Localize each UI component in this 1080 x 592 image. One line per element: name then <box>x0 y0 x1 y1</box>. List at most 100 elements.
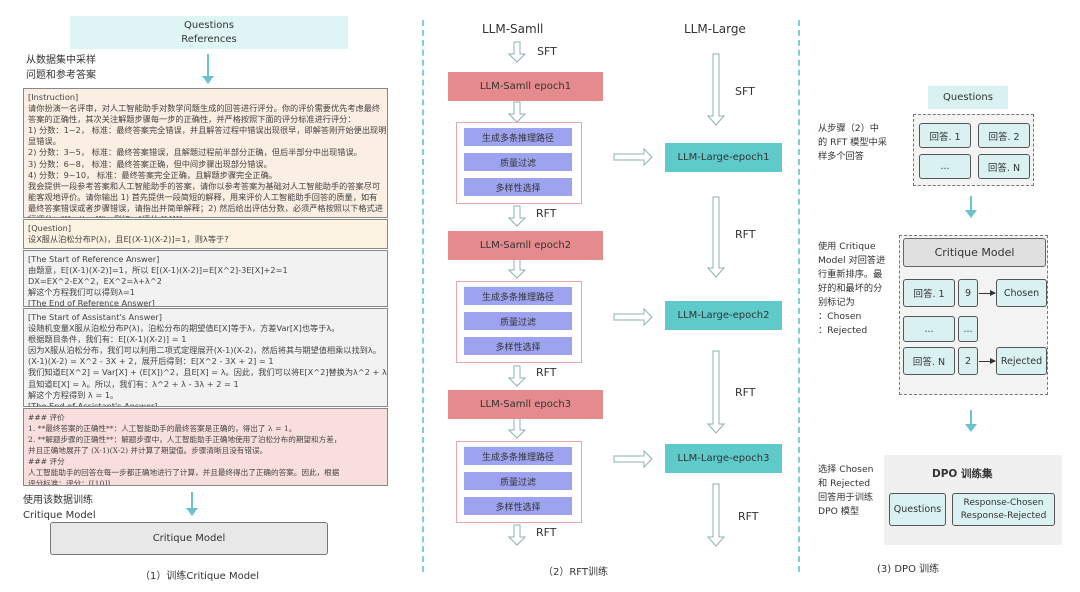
note-line: ：Chosen <box>818 311 862 322</box>
small-epoch-3: LLM-Samll epoch3 <box>448 390 603 419</box>
down-arrow-icon <box>186 492 198 516</box>
down-arrow-icon <box>202 54 214 84</box>
instruction-line: 答案的正确性，其次关注解题步骤每一步的正确性，并严格按照下面的评分标准进行评分： <box>28 114 356 125</box>
evaluation-line: 人工智能助手的回答在每一步都正确地进行了计算，并且最终得出了正确的答案。因此，根… <box>28 468 340 477</box>
questions-box: Questions <box>928 86 1008 109</box>
answer-box: 回答. 1 <box>919 123 971 148</box>
qr-line-1: Questions <box>184 19 234 31</box>
hollow-right-arrow-icon <box>613 147 653 167</box>
evaluation-line: 1. **最终答案的正确性**：人工智能助手的最终答案是正确的，得出了 λ = … <box>28 424 297 433</box>
score-box: 2 <box>958 347 978 375</box>
instruction-line: 最终答案错误或者步骤错误，请指出并简单解释；2) 然后给出评估分数，必须严格按照… <box>28 202 383 213</box>
note-line: 好的和最坏的分 <box>818 283 883 294</box>
dpo-responses-box: Response-Chosen Response-Rejected <box>952 493 1055 526</box>
sample-note-line-2: 问题和参考答案 <box>26 70 96 81</box>
hollow-down-arrow-icon <box>508 417 526 439</box>
note-line: 选择 Chosen <box>818 464 874 475</box>
assistant-line: 解这个方程得到 λ = 1。 <box>28 389 119 400</box>
dpo-questions-box: Questions <box>889 493 946 526</box>
down-arrow-icon <box>965 410 977 432</box>
generate-paths-step: 生成多条推理路径 <box>464 128 572 146</box>
note-line: 使用 Critique <box>818 241 876 252</box>
instruction-line: [Instruction] <box>28 92 79 102</box>
score-box: 9 <box>958 279 978 307</box>
assistant-line: 因为X服从泊松分布，我们可以利用二项式定理展开(X-1)(X-2)，然后将其与期… <box>28 345 381 356</box>
reference-line: 由题意，E[(X-1)(X-2)]=1，所以 E[(X-1)(X-2)]=E[X… <box>28 265 288 276</box>
ranked-answer-box: 回答. 1 <box>903 279 955 307</box>
hollow-down-arrow-icon <box>508 205 526 227</box>
note-line: 行重新排序。最 <box>818 269 883 280</box>
down-arrow-icon <box>965 196 977 218</box>
question-line: [Question] <box>28 223 72 233</box>
note-line: 的 RFT 模型中采 <box>818 137 887 148</box>
hollow-down-arrow-icon <box>508 101 526 123</box>
llm-large-header: LLM-Large <box>684 22 746 36</box>
chosen-box: Chosen <box>996 279 1047 307</box>
answer-box: 回答. 2 <box>978 123 1030 148</box>
hollow-down-arrow-icon <box>706 196 726 278</box>
rft-process-group: 生成多条推理路径 质量过滤 多样性选择 <box>456 441 582 523</box>
hollow-down-arrow-icon <box>706 483 726 547</box>
hollow-right-arrow-icon <box>613 449 653 469</box>
right-arrow-icon <box>979 358 996 364</box>
panel1-caption: （1）训练Critique Model <box>140 571 259 582</box>
hollow-down-arrow-icon <box>508 41 526 63</box>
quality-filter-step: 质量过滤 <box>464 153 572 171</box>
evaluation-block: ### 评价 1. **最终答案的正确性**：人工智能助手的最终答案是正确的，得… <box>23 408 388 486</box>
panel2-caption: （2）RFT训练 <box>543 567 608 578</box>
sample-note: 从数据集中采样 问题和参考答案 <box>26 53 96 83</box>
panel-divider <box>798 20 800 572</box>
ranked-answer-box: ... <box>903 316 955 342</box>
small-epoch-2: LLM-Samll epoch2 <box>448 231 603 260</box>
instruction-line: 我会提供一段参考答案和人工智能助手的答案，请你以参考答案为基础对人工智能助手的答… <box>28 180 381 191</box>
rejected-box: Rejected <box>996 347 1047 375</box>
score-box: ... <box>958 316 978 342</box>
assistant-line: [The Start of Assistant's Answer] <box>28 312 162 322</box>
instruction-line: 能客观地评价。请你输出 1) 首先提供一段简短的解释，用来评价人工智能助手回答的… <box>28 191 378 202</box>
reference-line: 解这个方程我们可以得到λ=1 <box>28 287 135 298</box>
evaluation-line: ### 评价 <box>28 413 65 422</box>
large-epoch-3: LLM-Large-epoch3 <box>665 444 782 473</box>
sample-answers-note: 从步骤（2）中 的 RFT 模型中采 样多个回答 <box>818 122 887 164</box>
sampled-answers-group: 回答. 1 回答. 2 ... 回答. N <box>913 114 1034 186</box>
assistant-line: 设随机变量X服从泊松分布P(λ)，泊松分布的期望值E[X]等于λ，方差Var[X… <box>28 323 340 334</box>
dpo-title: DPO 训练集 <box>932 468 993 480</box>
note-line: 回答用于训练 <box>818 492 874 503</box>
rft-process-group: 生成多条推理路径 质量过滤 多样性选择 <box>456 281 582 363</box>
reference-line: DX=EX^2-EX^2，EX^2=λ+λ^2 <box>28 276 162 287</box>
rft-label: RFT <box>536 526 557 539</box>
qr-line-2: References <box>181 33 237 45</box>
train-note-line-1: 使用该数据训练 <box>23 495 93 506</box>
sft-label: SFT <box>735 85 755 98</box>
rft-arrows-layer <box>508 41 726 547</box>
critique-model-box: Critique Model <box>903 238 1046 267</box>
critique-model-box: Critique Model <box>50 522 328 555</box>
hollow-down-arrow-icon <box>508 257 526 279</box>
rft-label: RFT <box>536 207 557 220</box>
select-note: 选择 Chosen 和 Rejected 回答用于训练 DPO 模型 <box>818 463 873 519</box>
reference-answer-block: [The Start of Reference Answer] 由题意，E[(X… <box>23 250 388 307</box>
note-line: 和 Rejected <box>818 478 871 489</box>
hollow-right-arrow-icon <box>613 307 653 327</box>
hollow-down-arrow-icon <box>706 350 726 434</box>
rft-process-group: 生成多条推理路径 质量过滤 多样性选择 <box>456 122 582 204</box>
note-line: ：Rejected <box>818 325 868 336</box>
assistant-answer-block: [The Start of Assistant's Answer] 设随机变量X… <box>23 308 388 407</box>
evaluation-line: 并且正确地展开了 (X-1)(X-2) 并计算了期望值。步骤清晰且没有错误。 <box>28 446 268 455</box>
hollow-down-arrow-icon <box>508 365 526 387</box>
critique-rerank-group: Critique Model 回答. 1 9 Chosen ... ... 回答… <box>899 235 1048 395</box>
diversity-select-step: 多样性选择 <box>464 178 572 196</box>
note-line: DPO 模型 <box>818 506 860 517</box>
instruction-line: 显错误。 <box>28 136 61 147</box>
response-chosen-label: Response-Chosen <box>963 497 1044 508</box>
assistant-line: [The End of Assistant's Answer] <box>28 400 158 407</box>
instruction-line: 2) 分数：3~5， 标准：最终答案错误，且解题过程前半部分正确，但后半部分中出… <box>28 147 362 158</box>
hollow-down-arrow-icon <box>706 53 726 126</box>
quality-filter-step: 质量过滤 <box>464 472 572 490</box>
reference-line: [The Start of Reference Answer] <box>28 254 160 264</box>
train-note-line-2: Critique Model <box>23 510 96 521</box>
large-epoch-1: LLM-Large-epoch1 <box>665 143 782 172</box>
question-block: [Question] 设X服从泊松分布P(λ)，且E[(X-1)(X-2)]=1… <box>23 219 388 249</box>
answer-box: 回答. N <box>978 154 1030 179</box>
dpo-dataset-panel: DPO 训练集 Questions Response-Chosen Respon… <box>884 455 1062 545</box>
